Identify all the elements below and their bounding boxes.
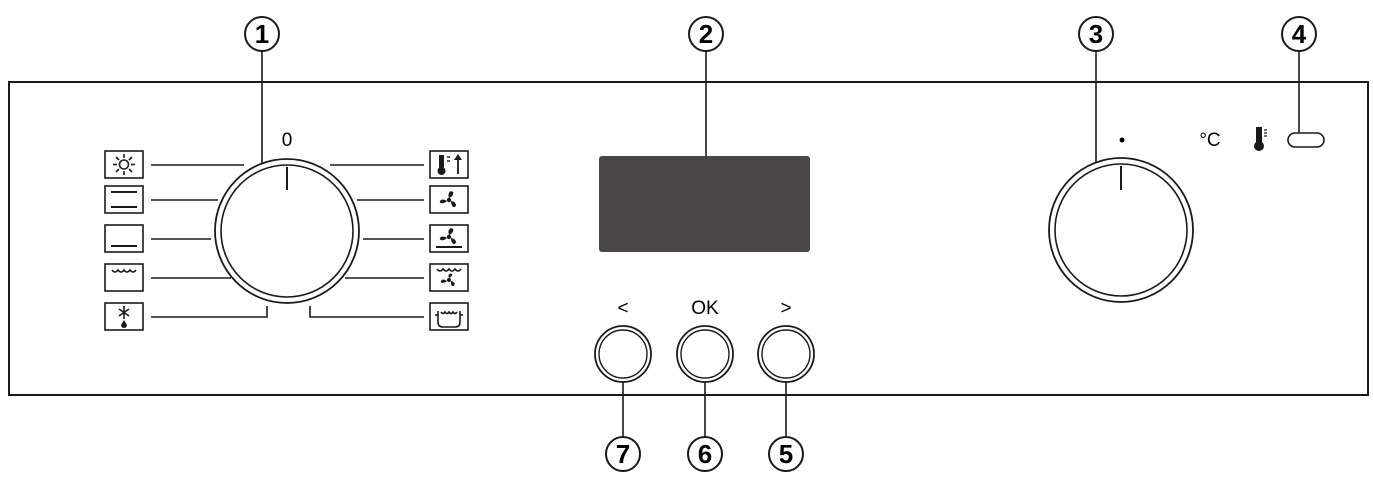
function-guide-lines-right (309, 164, 424, 318)
light-icon (104, 150, 144, 179)
temperature-indicator-lamp (1287, 132, 1325, 148)
left-arrow-button[interactable] (594, 325, 652, 383)
ok-button[interactable] (676, 325, 734, 383)
callout-number: 4 (1292, 19, 1307, 49)
zero-position-label: 0 (282, 130, 293, 151)
right-arrow-button[interactable] (757, 325, 815, 383)
callout-number: 2 (699, 19, 713, 49)
callout-1: 1 (244, 16, 280, 52)
ok-label: OK (691, 298, 719, 319)
eco-heat-icon (429, 302, 469, 331)
callout-6: 6 (687, 436, 723, 472)
rapid-heat-icon (429, 150, 469, 179)
bottom-heat-icon (104, 224, 144, 253)
display (599, 156, 810, 252)
control-panel-frame (8, 81, 1369, 396)
left-arrow-label: < (617, 298, 628, 319)
callout-7: 7 (605, 436, 641, 472)
right-arrow-label: > (780, 298, 791, 319)
thermometer-icon (1254, 127, 1267, 151)
callout-5: 5 (768, 436, 804, 472)
callout-number: 1 (255, 19, 269, 49)
defrost-icon (104, 302, 144, 331)
fan-bottom-heat-icon (429, 224, 469, 253)
callout-number: 3 (1089, 19, 1103, 49)
callout-number: 7 (616, 439, 630, 469)
celsius-unit-label: °C (1199, 130, 1220, 151)
callout-number: 5 (779, 439, 793, 469)
fan-icon (429, 185, 469, 214)
temperature-zero-mark: • (1119, 130, 1125, 150)
function-selector-knob[interactable] (214, 158, 360, 304)
callout-3: 3 (1078, 16, 1114, 52)
fan-grill-icon (429, 263, 469, 292)
temperature-selector-knob[interactable] (1048, 157, 1194, 303)
function-guide-lines-left (151, 164, 268, 318)
grill-icon (104, 263, 144, 292)
callout-number: 6 (698, 439, 712, 469)
callout-2: 2 (688, 16, 724, 52)
top-bottom-heat-icon (104, 185, 144, 214)
callout-4: 4 (1281, 16, 1317, 52)
